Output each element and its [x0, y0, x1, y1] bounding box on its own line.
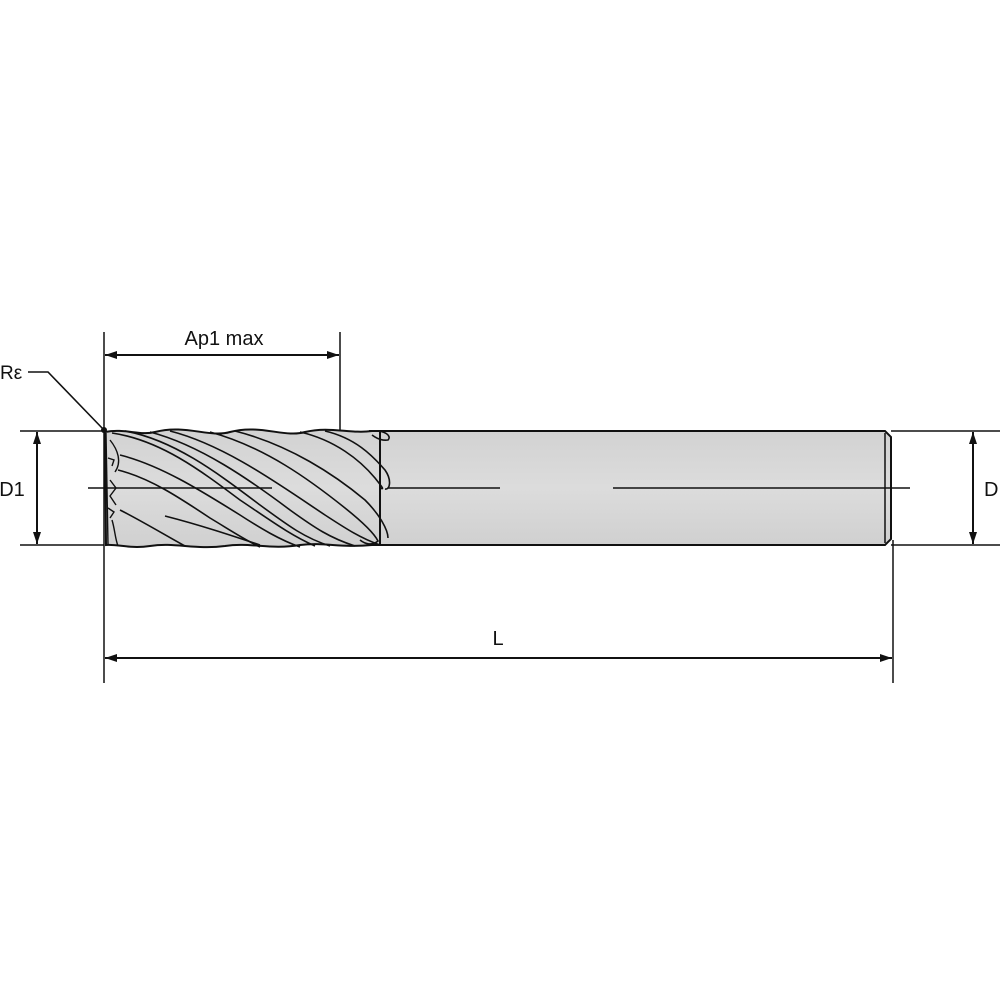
helix-flutes — [111, 430, 391, 548]
label-d: D — [984, 479, 998, 501]
label-ap1-max: Ap1 max — [185, 328, 264, 350]
leader-dot — [101, 427, 107, 433]
dimension-d1: D1 — [0, 432, 41, 544]
label-l: L — [492, 628, 503, 650]
cutting-edges — [105, 432, 120, 547]
dimension-ap1-max: Ap1 max — [105, 328, 339, 359]
dimension-d: D — [969, 432, 998, 544]
extension-lines — [20, 332, 1000, 683]
dimension-l: L — [105, 628, 892, 662]
corner-radius-callout: Rε — [0, 363, 107, 433]
label-d1: D1 — [0, 479, 25, 501]
label-re: Rε — [0, 363, 23, 384]
